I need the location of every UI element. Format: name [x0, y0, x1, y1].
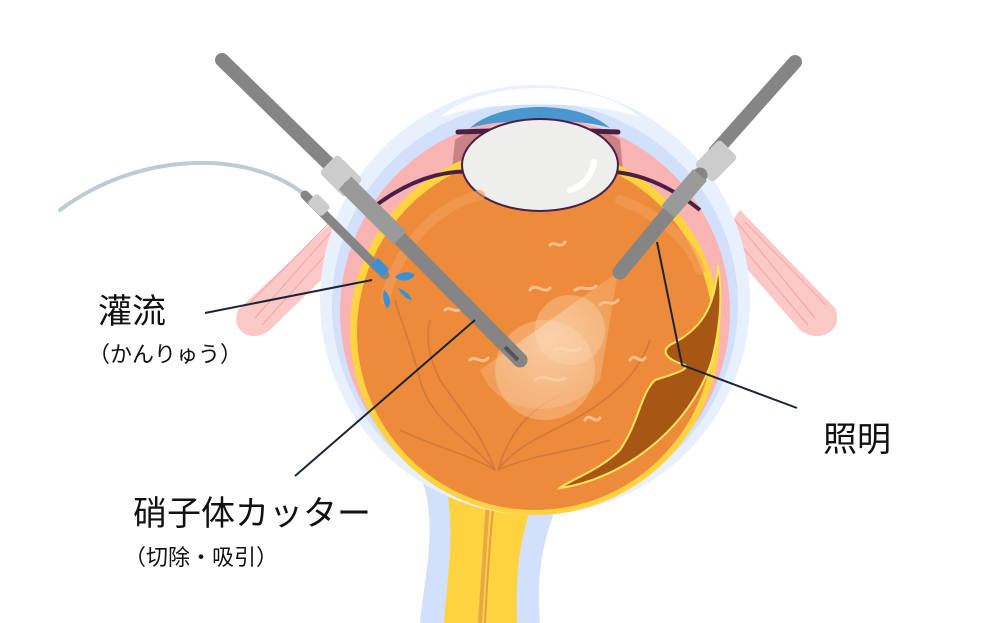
illumination-probe — [612, 55, 802, 280]
leader-lines — [204, 241, 798, 477]
irrigation-drop-icon — [395, 272, 415, 281]
cutter-leader — [294, 319, 476, 477]
retinal-vessels — [394, 299, 651, 471]
vitreous-cutter-subtitle: （切除・吸引） — [124, 546, 279, 571]
detached-retina — [556, 264, 722, 490]
light-beam — [480, 272, 618, 420]
irrigation-label: 灌流 — [98, 292, 166, 332]
vitreous-cutter-label: 硝子体カッター — [133, 494, 371, 534]
vitreous-cutter — [215, 53, 528, 368]
irrigation-leader — [204, 279, 373, 314]
eyeball — [320, 85, 750, 515]
irrigation-cannula — [58, 160, 415, 308]
illumination-label: 照明 — [823, 420, 891, 460]
irrigation-reading: （かんりゅう） — [88, 343, 243, 368]
illumination-leader — [656, 241, 798, 409]
